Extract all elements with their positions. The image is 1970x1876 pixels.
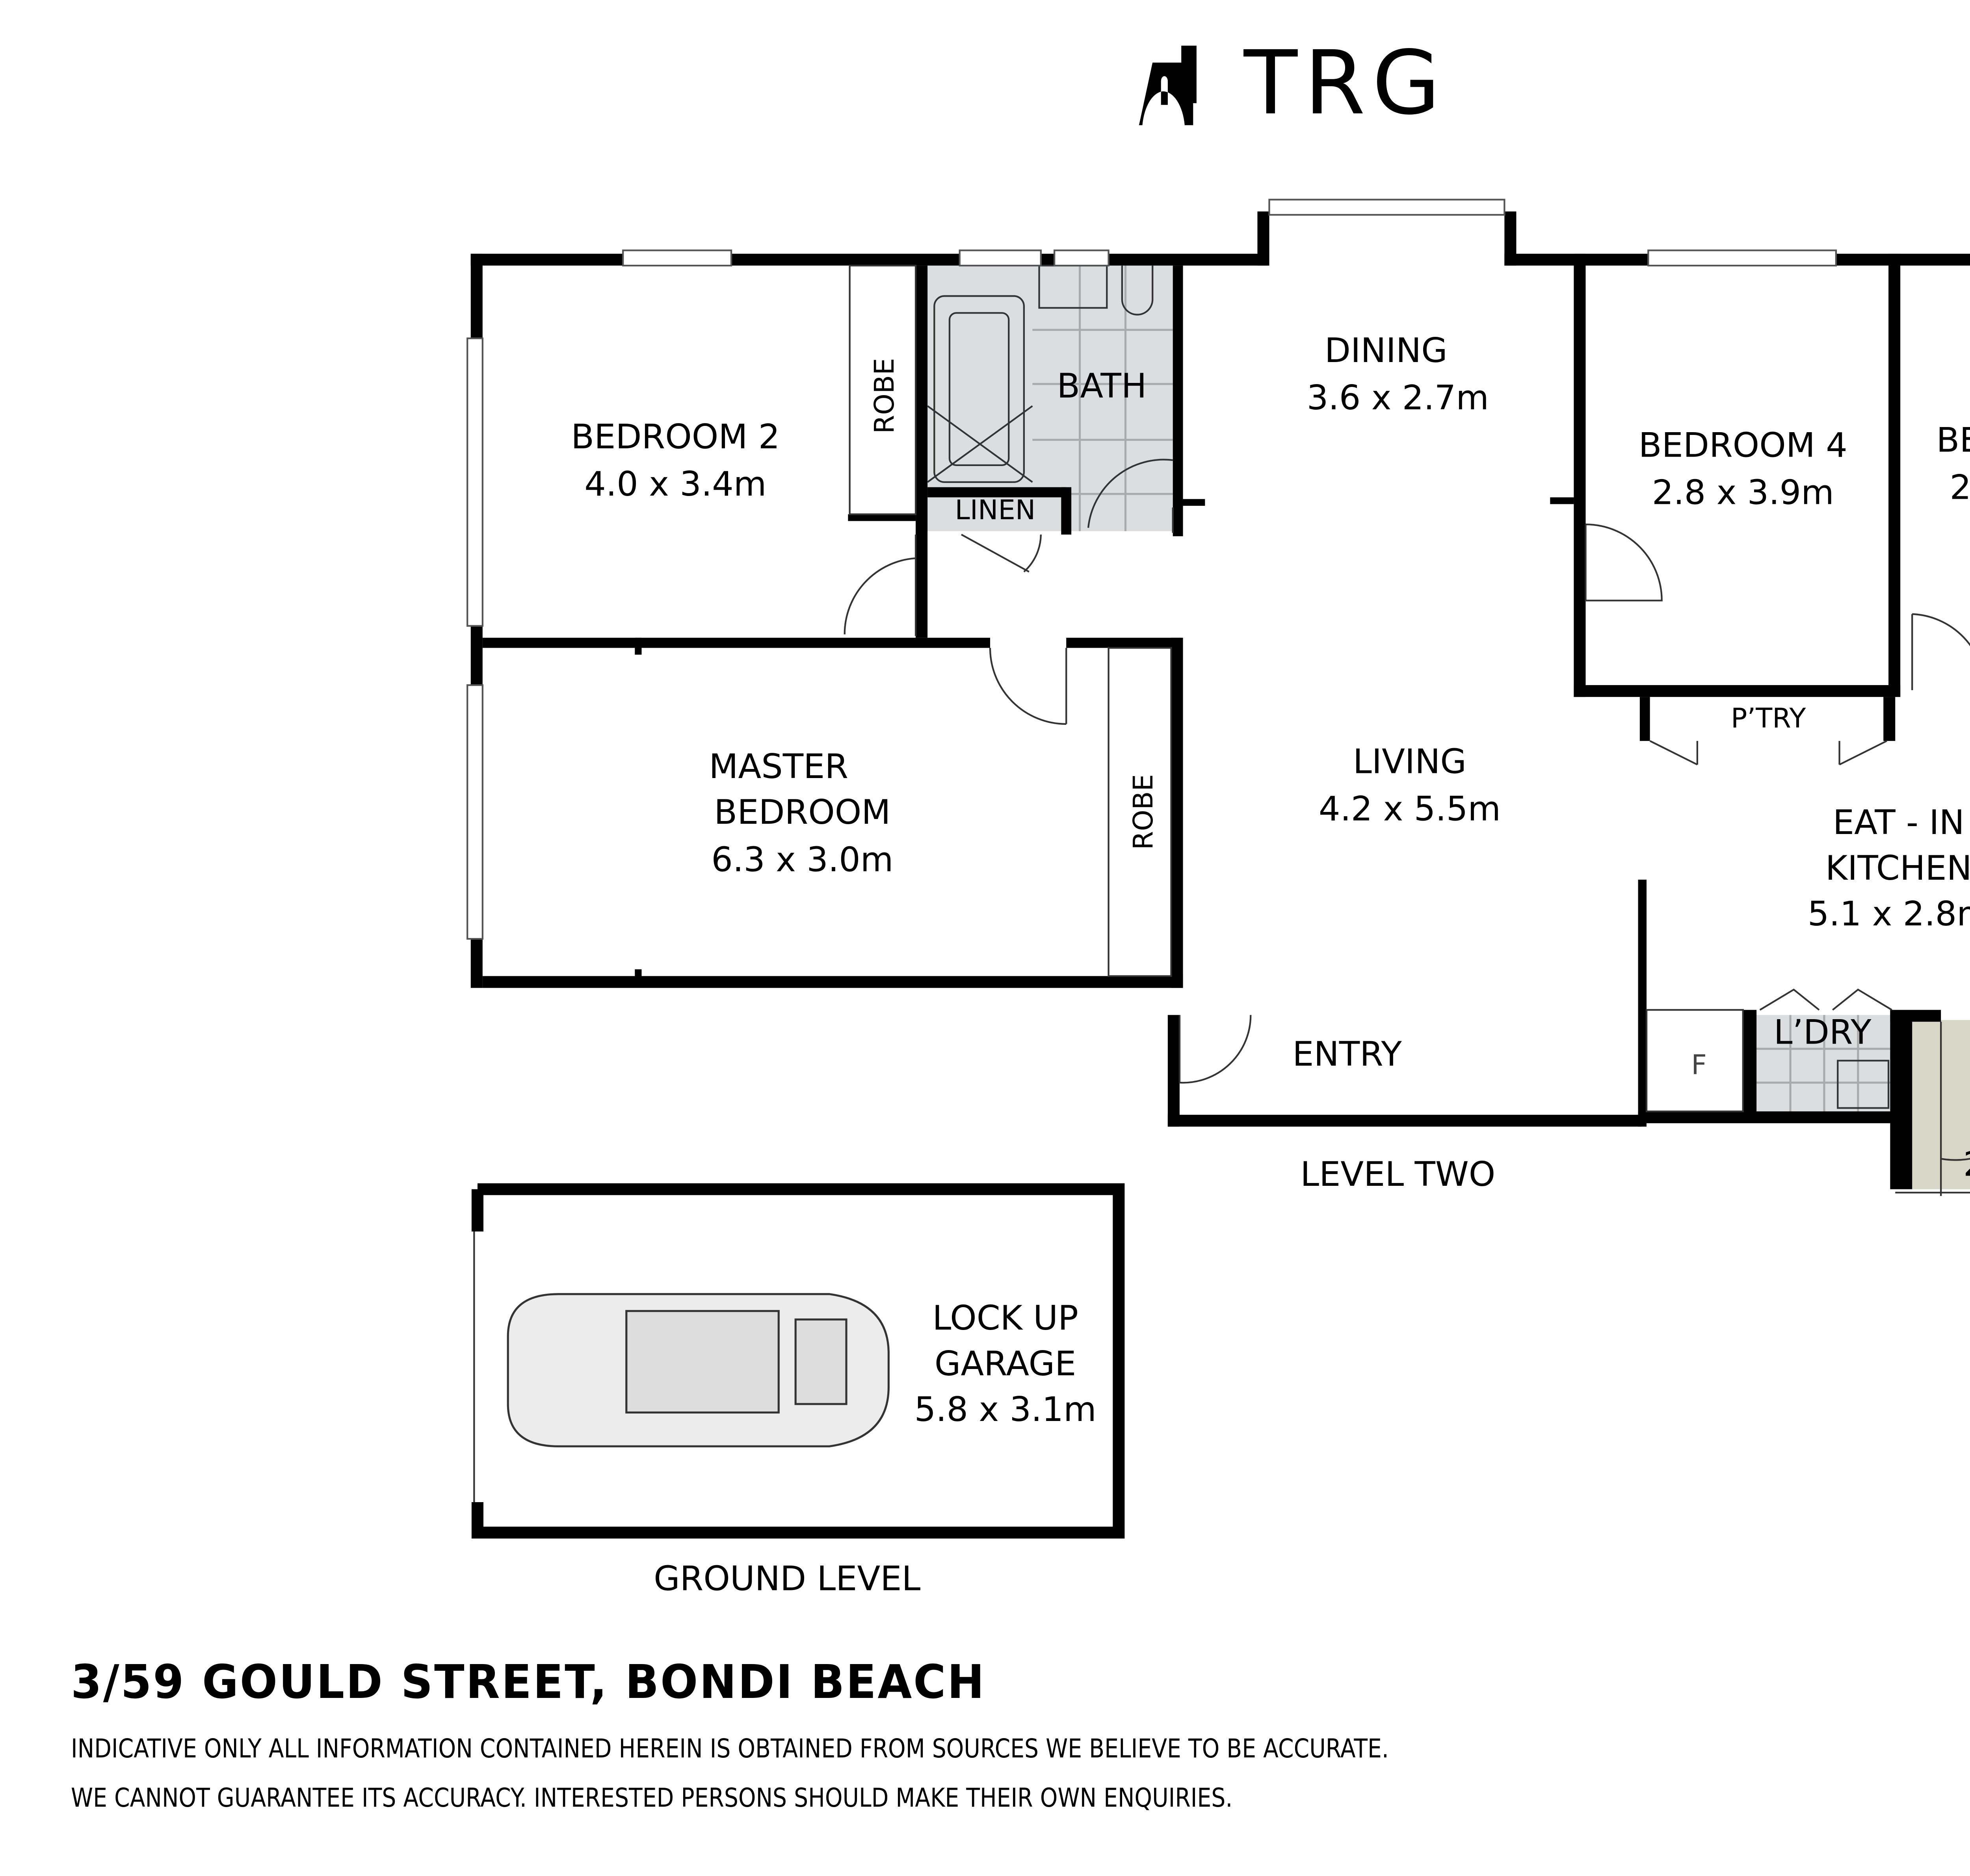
trg-logo-icon — [1139, 45, 1197, 125]
level-two-label: LEVEL TWO — [1300, 1155, 1495, 1194]
robe2-label: ROBE — [1128, 774, 1159, 850]
bedroom3-size: 2.7 x 3.9m — [1950, 468, 1970, 507]
master-label-1: MASTER — [709, 747, 848, 786]
garage-label-2: GARAGE — [935, 1344, 1076, 1384]
fixtures — [473, 265, 1970, 1531]
linen-label: LINEN — [955, 494, 1036, 526]
bedroom2-label: BEDROOM 2 — [571, 417, 780, 457]
walls — [470, 211, 1970, 1189]
ground-level-label: GROUND LEVEL — [654, 1559, 920, 1598]
kitchen-label-2: KITCHEN — [1825, 849, 1970, 888]
balcony-floor — [1902, 1020, 1970, 1189]
fridge-label: F — [1691, 1049, 1707, 1081]
garage-size: 5.8 x 3.1m — [914, 1390, 1097, 1429]
pantry-label: P’TRY — [1731, 702, 1806, 734]
logo-text: TRG — [1243, 32, 1447, 134]
robe1-label: ROBE — [869, 358, 900, 434]
disclaimer-line-1: INDICATIVE ONLY ALL INFORMATION CONTAINE… — [71, 1733, 1389, 1764]
garage — [471, 1183, 1125, 1539]
garage-label-1: LOCK UP — [932, 1298, 1078, 1338]
car-icon — [507, 1293, 890, 1447]
windows — [466, 199, 1837, 940]
living-label: LIVING — [1353, 742, 1466, 781]
master-label-2: BEDROOM — [714, 793, 890, 832]
bedroom4-label: BEDROOM 4 — [1639, 425, 1847, 465]
bedroom2-size: 4.0 x 3.4m — [584, 464, 766, 504]
room-labels: BEDROOM 2 4.0 x 3.4m ROBE BATH LINEN DIN… — [571, 331, 1970, 1598]
kitchen-label-1: EAT - IN — [1833, 803, 1964, 842]
property-address: 3/59 GOULD STREET, BONDI BEACH — [71, 1655, 986, 1709]
dining-label: DINING — [1325, 331, 1448, 370]
disclaimer-line-2: WE CANNOT GUARANTEE ITS ACCURACY. INTERE… — [71, 1783, 1233, 1813]
kitchen-size: 5.1 x 2.8m — [1808, 894, 1970, 934]
living-size: 4.2 x 5.5m — [1319, 789, 1501, 829]
laundry-label: L’DRY — [1774, 1012, 1872, 1052]
bedroom3-label: BEDROOM 3 — [1937, 420, 1970, 460]
dining-size: 3.6 x 2.7m — [1307, 378, 1489, 418]
entry-label: ENTRY — [1292, 1035, 1402, 1074]
bath-label: BATH — [1057, 366, 1147, 406]
laundry-tile-grid — [1756, 1015, 1890, 1113]
bath-floor — [924, 266, 1173, 531]
bedroom4-size: 2.8 x 3.9m — [1652, 473, 1834, 513]
balcony-size: 2.8 x 1.6m — [1963, 1144, 1970, 1184]
master-size: 6.3 x 3.0m — [711, 840, 893, 879]
